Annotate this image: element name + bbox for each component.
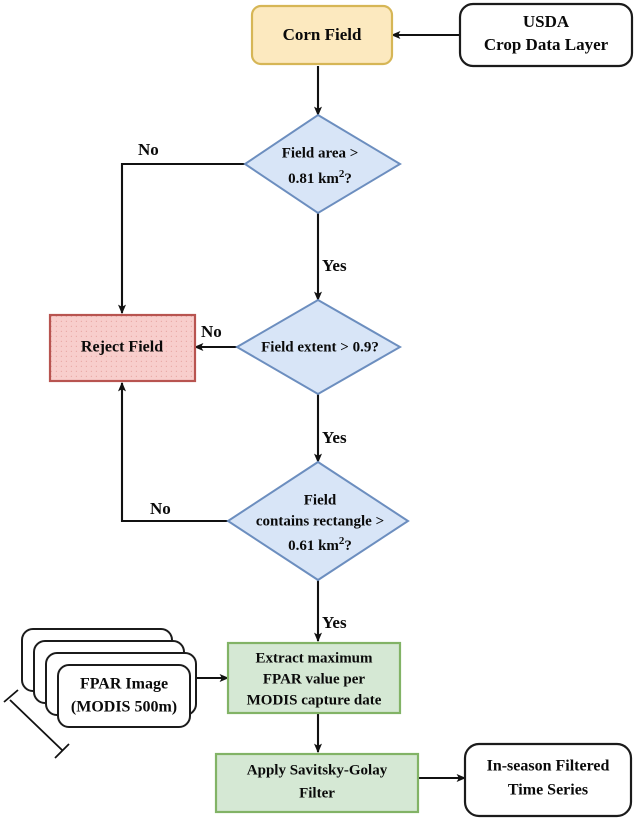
node-output-time-series[interactable]: In-season Filtered Time Series <box>463 742 633 818</box>
decision-extent-diamond <box>235 298 403 396</box>
decision-rectangle-label-line3: 0.61 km2? <box>288 535 352 555</box>
node-decision-contains-rectangle[interactable]: Field contains rectangle > 0.61 km2? <box>226 460 410 582</box>
corn-field-box <box>250 4 394 66</box>
usda-box <box>458 2 634 68</box>
output-series-label-line1: In-season Filtered <box>487 758 610 775</box>
decision-rectangle-value: 0.61 km <box>288 538 339 554</box>
fpar-label-line2: (MODIS 500m) <box>71 699 177 716</box>
apply-filter-label-line2: Filter <box>299 785 335 801</box>
edge-label-yes-area: Yes <box>322 256 347 275</box>
decision-rectangle-diamond <box>226 460 410 582</box>
extract-max-box <box>226 641 402 715</box>
output-series-box <box>463 742 633 818</box>
decision-rectangle-question: ? <box>344 538 352 554</box>
apply-filter-label-line1: Apply Savitsky-Golay <box>247 762 388 778</box>
decision-area-label-line1: Field area > <box>282 145 359 161</box>
extract-max-label-line1: Extract maximum <box>255 650 373 666</box>
fpar-label-line1: FPAR Image <box>80 676 168 693</box>
edge-area-no-to-reject <box>118 162 245 315</box>
edge-rectangle-no-to-reject <box>118 381 228 523</box>
decision-area-value: 0.81 km <box>288 171 339 187</box>
edge-label-yes-rectangle: Yes <box>322 613 347 632</box>
usda-label-line2: Crop Data Layer <box>484 35 609 54</box>
node-fpar-image-stack[interactable]: FPAR Image (MODIS 500m) <box>3 628 197 759</box>
decision-area-diamond <box>243 113 402 215</box>
edge-label-yes-extent: Yes <box>322 428 347 447</box>
node-reject-field[interactable]: Reject Field <box>48 313 197 383</box>
usda-label-line1: USDA <box>523 12 570 31</box>
extract-max-label-line2: FPAR value per <box>263 671 366 687</box>
decision-rectangle-label-line2: contains rectangle > <box>256 513 384 529</box>
decision-area-label-line2: 0.81 km2? <box>288 168 352 188</box>
fpar-stack-layer-1 <box>57 664 191 728</box>
decision-rectangle-superscript: 2 <box>339 535 345 547</box>
output-series-label-line2: Time Series <box>508 782 588 799</box>
apply-filter-box <box>214 752 420 814</box>
decision-area-question: ? <box>344 171 352 187</box>
edge-label-no-rectangle: No <box>150 499 171 518</box>
edge-label-no-area: No <box>138 140 159 159</box>
edge-label-no-extent: No <box>201 322 222 341</box>
node-usda-crop-data-layer[interactable]: USDA Crop Data Layer <box>458 2 634 68</box>
fpar-stack-depth-indicator <box>3 689 70 759</box>
node-decision-field-area[interactable]: Field area > 0.81 km2? <box>243 113 402 215</box>
corn-field-label: Corn Field <box>283 25 362 44</box>
decision-extent-label: Field extent > 0.9? <box>261 339 379 355</box>
node-decision-field-extent[interactable]: Field extent > 0.9? <box>235 298 403 396</box>
extract-max-label-line3: MODIS capture date <box>247 692 382 708</box>
reject-field-box <box>48 313 197 383</box>
reject-field-label: Reject Field <box>81 339 163 356</box>
node-apply-savitsky-golay-filter[interactable]: Apply Savitsky-Golay Filter <box>214 752 420 814</box>
decision-area-superscript: 2 <box>339 168 345 180</box>
decision-rectangle-label-line1: Field <box>304 492 337 508</box>
node-corn-field[interactable]: Corn Field <box>250 4 394 66</box>
node-extract-max-fpar[interactable]: Extract maximum FPAR value per MODIS cap… <box>226 641 402 715</box>
